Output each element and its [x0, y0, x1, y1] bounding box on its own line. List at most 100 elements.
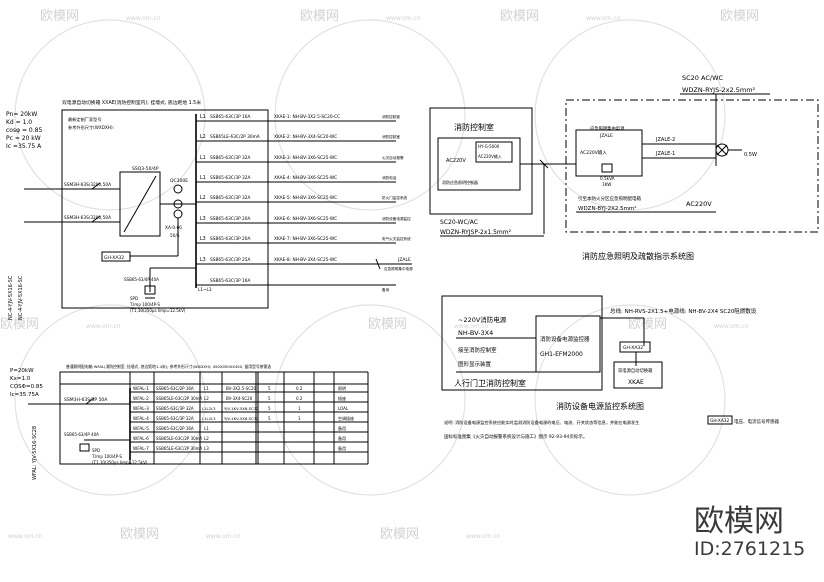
- brand-logo-text: 欧模网: [694, 504, 784, 539]
- row-phase: L1: [204, 426, 209, 431]
- row-kw: 5: [268, 386, 271, 391]
- watermark-url: www.om.cn: [206, 533, 241, 540]
- circuit-no: L3: [200, 257, 206, 263]
- xkae-parameters: Pn= 20kW Kd = 1.0 cosφ = 0.85 Pc = 20 kW…: [6, 111, 42, 150]
- note-text: 国标标准图集《火灾自动报警系统设计与施工》图示 92-93-94页标示。: [444, 433, 587, 440]
- drawing-id: ID:2761215: [694, 538, 805, 560]
- circuit-row: L2 SSB65-63C/3P 32A XKAE-5: NH-BV-3X6-SC…: [196, 195, 408, 203]
- xkae-box-label: XKAE: [628, 379, 644, 386]
- cable-tick: [539, 159, 549, 169]
- note-text: 说明: 消防设备电源监控系统应能实时监测消防设备电源的电压、电流、开关状态等信息…: [444, 419, 639, 426]
- row-load: LOAL: [338, 406, 349, 411]
- incoming-cable-label: WFAL: YJV-5X16-SC28: [32, 426, 38, 480]
- supply-cable-label: WDZN-BYJ-2X2.5mm²: [578, 205, 637, 212]
- circuit-row: L2 SSB65LE-63C/2P 30mA XKAE-2: NH-BV-3X4…: [196, 134, 400, 142]
- circuit-breaker: SSB65-63C/3P 20A: [210, 236, 250, 242]
- row-cable: YJV-1KV-5X6-SC32: [224, 406, 259, 411]
- watermark-url: www.om.cn: [386, 15, 421, 22]
- cable-label: SC20-WC/AC: [440, 219, 478, 226]
- supply-label: 接至消防控制室: [458, 346, 497, 354]
- central-power-supply: [575, 129, 643, 177]
- panel-xkae-distribution: Pn= 20kW Kd = 1.0 cosφ = 0.85 Pc = 20 kW…: [6, 99, 413, 320]
- row-circuit: WFAL-1: [133, 386, 149, 392]
- circuit-cable: XKAE-6: NH-BV-3X6-SC25-WC: [274, 216, 337, 222]
- device-label: AC220V输入: [478, 153, 502, 159]
- circuit-no: L1~L3: [198, 287, 212, 292]
- ct-label: 50/5: [170, 233, 180, 239]
- incoming-cable-label: NC-4-YJV-5X16-SC: [8, 275, 14, 320]
- circuit-load: 消防控制室: [382, 114, 400, 119]
- row-circuit: WFAL-5: [133, 426, 149, 432]
- cable-label: WDZN-RYJSP-2x1.5mm²: [440, 229, 512, 236]
- circuit-cable: XKAE-4: NH-BV-3X6-SC25-WC: [274, 175, 337, 181]
- row-phase: L1: [204, 386, 209, 391]
- power-monitoring-title: 消防设备电源监控系统图: [556, 401, 644, 411]
- monitor-title: 消防设备电源监控器: [540, 335, 590, 343]
- gatehouse-room-label: 人行门卫消防控制室: [454, 378, 526, 388]
- circuit-no: L3: [200, 216, 206, 222]
- lamp-cross: [716, 144, 728, 156]
- main-breaker-label: SSM3H-63S/3200,50A: [64, 182, 111, 188]
- watermark-url: www.om.cn: [454, 323, 489, 330]
- circuit-cable: XKAE-7: NH-BV-3X6-SC25-WC: [274, 236, 337, 242]
- row-circuit: WFAL-7: [133, 446, 149, 452]
- row-load: 备用: [338, 445, 346, 451]
- monitor-model: GH1-EFM2000: [540, 351, 583, 358]
- watermark-url: www.om.cn: [714, 323, 749, 330]
- xkae-panel-title: 双电源自动切换箱 XXAE(消防控制室内); 挂墙式, 底边距地 1.5米: [62, 99, 201, 106]
- table-row: WFAL-1 SSB65-63C/2P 16A L1 BV-3X2.5-SC20…: [130, 386, 368, 393]
- circuit-cable: XKAE-2: NH-BV-3X4-SC20-WC: [274, 134, 337, 140]
- row-phase: L3: [204, 446, 209, 451]
- device-label: AC220V: [446, 158, 466, 164]
- watermark-url: www.om.cn: [126, 15, 161, 22]
- circuit-no: L3: [200, 236, 206, 242]
- legend-text: 电压、电流信号传感器: [734, 418, 779, 425]
- gatehouse-room-box: [441, 295, 603, 391]
- row-breaker: SSB65-63C/3P 32A: [156, 406, 194, 411]
- spd-label: SSB65-63/4P 40A: [64, 432, 99, 437]
- battery-symbol: [601, 163, 613, 173]
- row-cable: BV-3X4-SC20: [226, 396, 253, 401]
- current-transformer: [173, 199, 183, 209]
- ats-diagonal: [123, 175, 157, 233]
- circuit-row: L3 SSB65-63C/3P 20A XKAE-6: NH-BV-3X6-SC…: [196, 216, 411, 224]
- current-transformer: [173, 209, 183, 219]
- circuit-cable: XKAE-1: NH-BV-3X2.5-SC20-CC: [274, 114, 340, 120]
- spd-label: T.Imp 100/4P-S: [129, 302, 160, 307]
- circuit-breaker: SSB65-63C/3P 16A: [210, 114, 250, 120]
- table-row: WFAL-5 SSB65-63C/2P 16A L1 备用: [130, 425, 368, 433]
- ammeter: [173, 184, 183, 194]
- table-row: WFAL-3 SSB65-63C/3P 32A L1L2L3 YJV-1KV-5…: [130, 406, 368, 413]
- param-line: Kd = 1.0: [6, 119, 32, 126]
- param-line: Pc = 20 kW: [6, 135, 41, 142]
- row-load: 插座: [338, 395, 346, 401]
- breaker-contact: [91, 182, 101, 190]
- circuit-no: L1: [200, 155, 206, 161]
- spd-symbol: [79, 443, 90, 452]
- circuit-row: L3 SSB65-63C/3P 25A XKAE-8: NH-BV-3X4-SC…: [196, 257, 413, 271]
- circuit-cable: XKAE-8: NH-BV-3X4-SC25-WC: [274, 257, 337, 263]
- watermark-brand: 欧模网: [0, 317, 39, 332]
- circuit-cable: XKAE-5: NH-BV-3X6-SC25-WC: [274, 195, 337, 201]
- row-circuit: WFAL-2: [133, 396, 149, 402]
- row-load: 空调插座: [338, 415, 354, 421]
- table-row: WFAL-7 SSB65LE-63C/2P 30mA L3 备用: [130, 445, 368, 453]
- breaker-contact: [91, 215, 101, 223]
- circuit-row: L3 SSB65-63C/3P 20A XKAE-7: NH-BV-3X6-SC…: [196, 236, 411, 244]
- main-breaker-label: SSM3H-63S/3P 50A: [64, 397, 108, 403]
- ats-label: SSQ3-50/4P: [132, 166, 159, 172]
- circuit-row-spare: L1~L3 SSB65-63C/3P 16A 备用: [196, 278, 396, 292]
- param-line: Kx=1.0: [10, 376, 31, 382]
- cable-label: WDZN-RYJS-2x2.5mm²: [682, 86, 756, 94]
- jzale-label: JZALE: [397, 257, 411, 263]
- watermark-brand: 欧模网: [300, 9, 339, 24]
- spd-label: (T1,10/350μs Iimp=12.5kV): [92, 460, 148, 465]
- table-row: WFAL-2 SSB65LE-63C/2P 30mA L2 BV-3X4-SC2…: [130, 395, 368, 403]
- circuit-breaker: SSB65-63C/3P 32A: [210, 175, 250, 181]
- row-kw: 5: [268, 406, 271, 411]
- spd-label: SSB65-63/4P 40A: [124, 277, 159, 282]
- xkae-box-label: 双电源自动切换箱: [618, 367, 653, 374]
- row-load: 照明: [338, 386, 346, 391]
- spd-label: SPD: [92, 448, 100, 453]
- xkae-note: 最新定制厂家型号: [68, 116, 102, 123]
